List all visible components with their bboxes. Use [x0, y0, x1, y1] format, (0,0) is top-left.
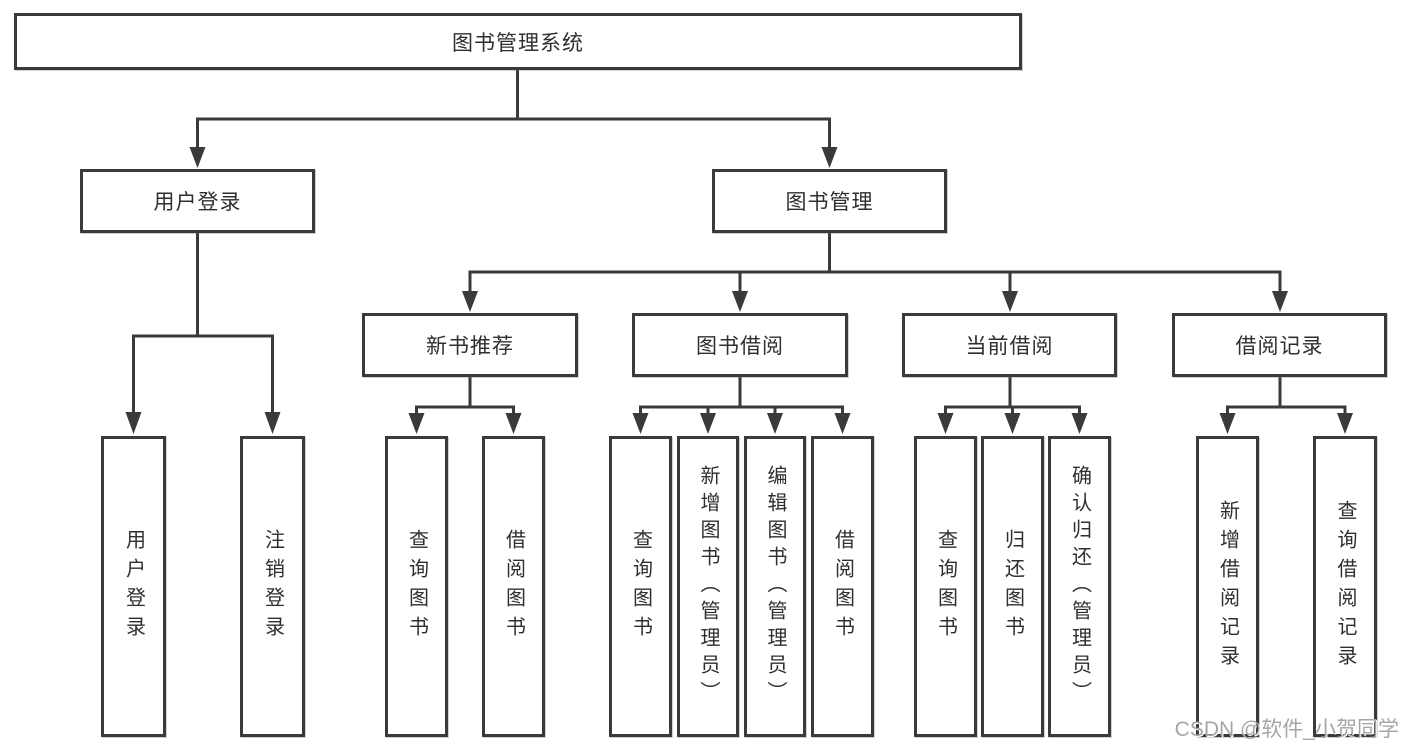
down-arrowhead-icon	[1219, 413, 1236, 434]
down-arrowhead-icon	[1071, 413, 1088, 434]
leaf-query-books-current: 查询图书	[914, 436, 977, 737]
leaf-borrow-books: 借阅图书	[811, 436, 874, 737]
node-root-label: 图书管理系统	[452, 31, 584, 55]
down-arrowhead-icon	[632, 413, 649, 434]
leaf-label: 查询图书	[405, 528, 428, 645]
leaf-label: 用户登录	[122, 528, 145, 645]
node-new-book-recommend-label: 新书推荐	[426, 335, 514, 358]
connector-bookmgmt-children	[468, 233, 1282, 292]
down-arrowhead-icon	[732, 291, 748, 312]
leaf-logout: 注销登录	[240, 436, 305, 737]
leaf-query-books-recommend: 查询图书	[385, 436, 448, 737]
down-arrowhead-icon	[937, 413, 954, 434]
node-borrow-record: 借阅记录	[1172, 313, 1387, 377]
node-book-management-label: 图书管理	[785, 191, 874, 214]
down-arrowhead-icon	[264, 412, 281, 434]
down-arrowhead-icon	[462, 291, 478, 312]
leaf-query-books-borrow: 查询图书	[609, 436, 672, 737]
node-user-login: 用户登录	[80, 169, 315, 233]
arrowheads-bookborrow	[632, 413, 851, 434]
node-book-management: 图书管理	[712, 169, 947, 233]
down-arrowhead-icon	[125, 412, 142, 434]
arrowheads-currentborrow	[937, 413, 1088, 434]
down-arrowhead-icon	[189, 147, 206, 168]
node-borrow-record-label: 借阅记录	[1235, 335, 1324, 358]
arrowheads-level2	[189, 147, 838, 168]
connector-root-to-level2	[196, 70, 831, 148]
leaf-label: 编辑图书（管理员）	[764, 465, 786, 708]
down-arrowhead-icon	[767, 413, 783, 434]
connector-newbook-children	[415, 377, 515, 414]
down-arrowhead-icon	[1004, 413, 1021, 434]
leaf-query-borrow-record: 查询借阅记录	[1313, 436, 1377, 737]
connector-borrowrecord-children	[1226, 377, 1347, 414]
node-book-borrow-label: 图书借阅	[696, 335, 784, 358]
down-arrowhead-icon	[408, 413, 425, 434]
arrowheads-borrowrecord	[1219, 413, 1353, 434]
node-current-borrow: 当前借阅	[902, 313, 1117, 377]
node-book-borrow: 图书借阅	[632, 313, 848, 377]
down-arrowhead-icon	[700, 413, 716, 434]
leaf-label: 确认归还（管理员）	[1068, 465, 1091, 708]
leaf-label: 新增图书（管理员）	[697, 465, 719, 708]
leaf-label: 查询图书	[934, 528, 957, 645]
down-arrowhead-icon	[1337, 413, 1353, 434]
leaf-add-books-admin: 新增图书（管理员）	[677, 436, 739, 737]
node-user-login-label: 用户登录	[153, 191, 242, 214]
arrowheads-newbook	[408, 413, 522, 434]
arrowheads-userlogin	[125, 412, 281, 434]
leaf-label: 新增借阅记录	[1216, 499, 1239, 674]
leaf-label: 注销登录	[261, 528, 284, 645]
node-root: 图书管理系统	[14, 13, 1022, 70]
leaf-confirm-return-admin: 确认归还（管理员）	[1048, 436, 1111, 737]
down-arrowhead-icon	[821, 147, 838, 168]
leaf-label: 借阅图书	[831, 528, 854, 645]
csdn-watermark: CSDN @软件_小贺同学	[1174, 718, 1399, 741]
leaf-edit-books-admin: 编辑图书（管理员）	[744, 436, 806, 737]
down-arrowhead-icon	[834, 413, 851, 434]
arrowheads-bookmgmt	[462, 291, 1288, 312]
leaf-add-borrow-record: 新增借阅记录	[1196, 436, 1259, 737]
connector-currentborrow-children	[944, 377, 1081, 414]
down-arrowhead-icon	[1272, 291, 1288, 312]
leaf-label: 归还图书	[1001, 528, 1024, 645]
connector-userlogin-children	[132, 233, 274, 413]
leaf-label: 查询借阅记录	[1334, 499, 1356, 674]
node-new-book-recommend: 新书推荐	[362, 313, 578, 377]
down-arrowhead-icon	[505, 413, 522, 434]
down-arrowhead-icon	[1002, 291, 1018, 312]
leaf-label: 查询图书	[629, 528, 652, 645]
node-current-borrow-label: 当前借阅	[965, 335, 1054, 358]
leaf-label: 借阅图书	[502, 528, 525, 645]
leaf-return-books: 归还图书	[981, 436, 1044, 737]
leaf-borrow-books-recommend: 借阅图书	[482, 436, 545, 737]
connector-bookborrow-children	[639, 377, 844, 414]
leaf-user-login: 用户登录	[101, 436, 166, 737]
